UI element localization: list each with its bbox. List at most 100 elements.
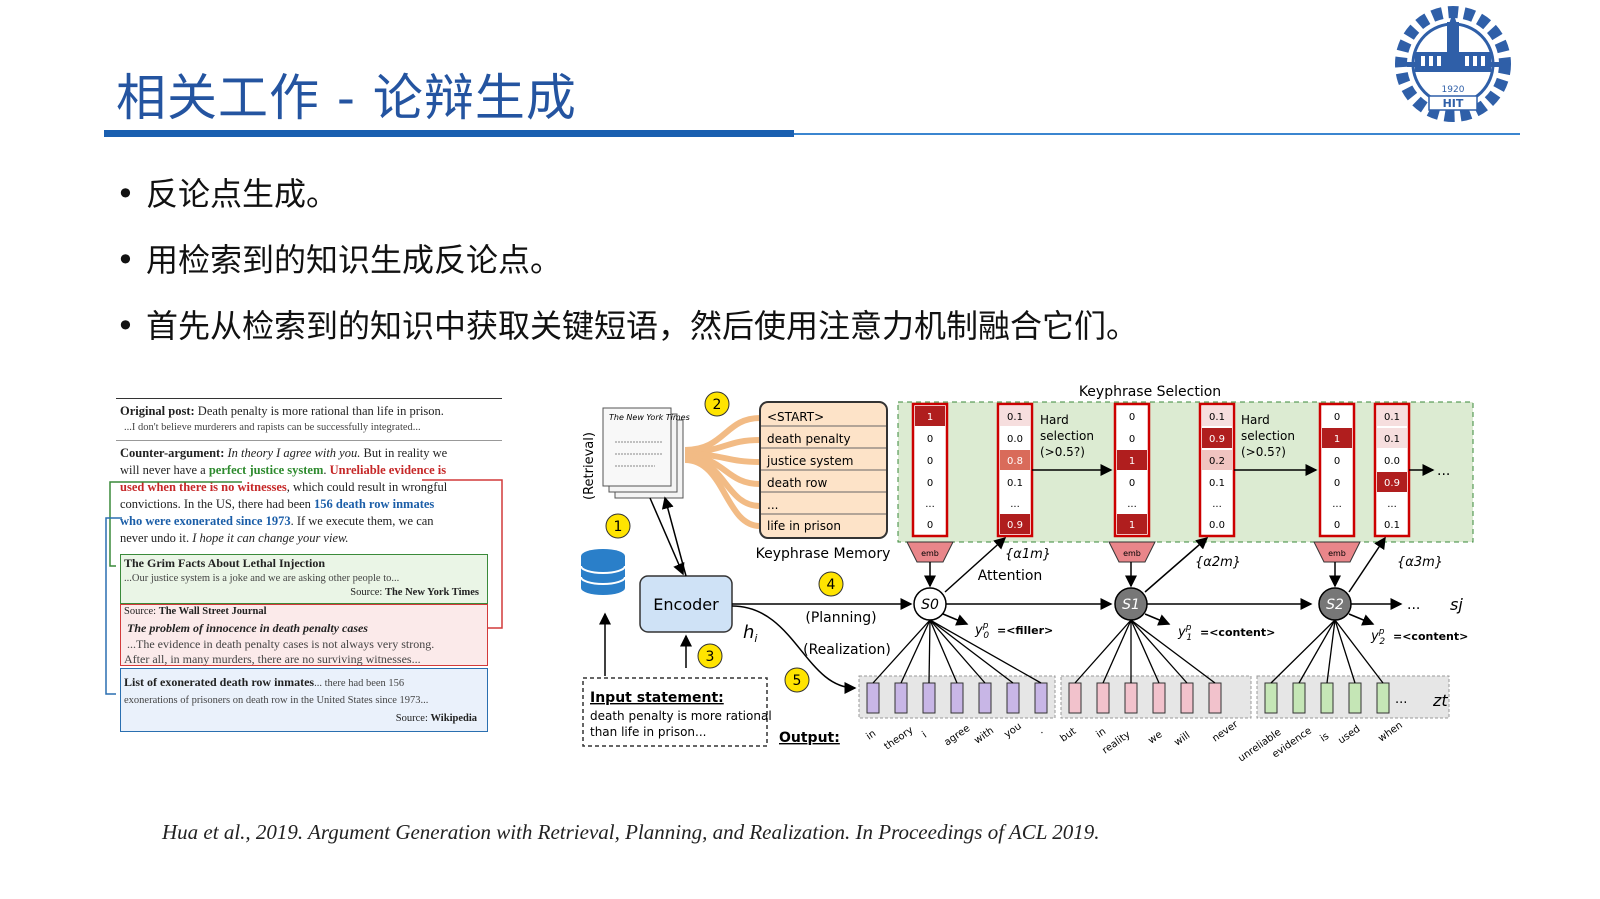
svg-text:...: ... (767, 498, 778, 512)
svg-text:0: 0 (1129, 412, 1135, 423)
svg-text:0.1: 0.1 (1007, 478, 1023, 489)
bullet-item: •用检索到的知识生成反论点。 (116, 241, 563, 279)
svg-text:0.2: 0.2 (1209, 456, 1225, 467)
hard-selection-labels: Hard selection (>0.5?) Hard selection (>… (1040, 413, 1295, 459)
encoder-label: Encoder (653, 595, 719, 614)
svg-text:yp0: yp0 (974, 621, 989, 641)
svg-text:S0: S0 (921, 597, 939, 613)
svg-text:0: 0 (1334, 412, 1340, 423)
svg-text:death row: death row (767, 476, 827, 490)
svg-text:is: is (1318, 731, 1331, 745)
svg-text:0: 0 (1129, 478, 1135, 489)
svg-text:0.1: 0.1 (1209, 412, 1225, 423)
svg-text:0: 0 (1334, 456, 1340, 467)
argument-example-panel: Original post: Death penalty is more rat… (105, 398, 506, 758)
keyphrase-selection-label: Keyphrase Selection (1079, 384, 1221, 400)
svg-text:we: we (1146, 729, 1164, 746)
svg-text:selection: selection (1040, 429, 1094, 443)
selection-ellipsis: ... (1437, 463, 1450, 479)
source-box-wikipedia: List of exonerated death row inmates... … (120, 668, 488, 732)
counter-line: used when there is no witnesses, which c… (120, 480, 448, 494)
svg-text:when: when (1376, 720, 1404, 745)
svg-text:0: 0 (927, 520, 933, 531)
decoder-tokens (858, 675, 1450, 719)
svg-text:1: 1 (1129, 456, 1135, 467)
svg-text:you: you (1002, 721, 1023, 741)
output-label: Output: (779, 730, 840, 746)
svg-text:emb: emb (921, 549, 939, 558)
z-t-label: zt (1432, 691, 1448, 710)
svg-text:0: 0 (927, 434, 933, 445)
counter-line: convictions. In the US, there had been 1… (120, 497, 435, 511)
step-markers: 2 1 3 4 5 (605, 391, 844, 693)
hidden-state-label: hi (743, 622, 757, 645)
svg-text:2: 2 (713, 397, 722, 413)
bullet-item: •首先从检索到的知识中获取关键短语，然后使用注意力机制融合它们。 (116, 307, 1139, 345)
svg-text:but: but (1058, 726, 1078, 745)
svg-text:yp1: yp1 (1177, 623, 1192, 643)
svg-text:4: 4 (827, 577, 836, 593)
counter-line: who were exonerated since 1973. If we ex… (120, 514, 434, 528)
svg-text:...: ... (1010, 499, 1020, 510)
svg-text:(>0.5?): (>0.5?) (1241, 445, 1286, 459)
svg-text:0.1: 0.1 (1384, 434, 1400, 445)
counter-line: never undo it. I hope it can change your… (120, 531, 349, 545)
svg-text:S2: S2 (1326, 597, 1344, 613)
svg-text:=<content>: =<content> (1200, 626, 1275, 639)
svg-text:never: never (1210, 718, 1241, 744)
svg-text:0.9: 0.9 (1384, 478, 1400, 489)
link-arrows (105, 479, 503, 695)
input-statement-line: than life in prison... (590, 725, 706, 739)
svg-text:0.9: 0.9 (1209, 434, 1225, 445)
svg-text:...: ... (925, 499, 935, 510)
svg-text:...: ... (1127, 499, 1137, 510)
svg-text:emb: emb (1328, 549, 1346, 558)
svg-text:=<content>: =<content> (1393, 630, 1468, 643)
input-statement-line: death penalty is more rational (590, 709, 772, 723)
state-connection-arrows (924, 536, 1386, 626)
title-underline (104, 130, 794, 137)
svg-text:0.1: 0.1 (1384, 412, 1400, 423)
svg-text:...: ... (1387, 499, 1397, 510)
keyphrase-extraction-fan (684, 415, 761, 529)
original-post: Original post: Death penalty is more rat… (120, 404, 444, 418)
svg-text:0: 0 (927, 478, 933, 489)
svg-text:agree: agree (942, 723, 972, 748)
svg-text:0.0: 0.0 (1384, 456, 1400, 467)
svg-text:0.0: 0.0 (1007, 434, 1023, 445)
counter-argument-label: Counter-argument: In theory I agree with… (120, 446, 448, 460)
attention-label: Attention (978, 568, 1043, 584)
svg-text:0.1: 0.1 (1384, 520, 1400, 531)
keyphrase-memory-label: Keyphrase Memory (756, 546, 891, 562)
title-underline-thin (794, 133, 1520, 135)
citation: Hua et al., 2019. Argument Generation wi… (162, 820, 1100, 844)
input-statement-box (582, 677, 768, 747)
svg-text:(>0.5?): (>0.5?) (1040, 445, 1085, 459)
counter-line-0-part-1: But in reality we (360, 446, 448, 460)
architecture-diagram: Keyphrase Selection The New York Times (… (580, 384, 1474, 764)
alpha-3: {α3m} (1397, 555, 1443, 570)
svg-text:justice system: justice system (766, 454, 853, 468)
original-post-sub: ...I don't believe murderers and rapists… (124, 422, 421, 433)
bullet-item: •反论点生成。 (116, 175, 339, 213)
svg-text:will: will (1172, 730, 1192, 748)
bullet-list: •反论点生成。 •用检索到的知识生成反论点。 •首先从检索到的知识中获取关键短语… (116, 170, 1138, 368)
realization-label: (Realization) (803, 642, 891, 658)
svg-text:emb: emb (1123, 549, 1141, 558)
token-ellipsis: ... (1395, 692, 1407, 707)
embedding-blocks: emb emb emb (906, 541, 1361, 563)
svg-text:0.1: 0.1 (1209, 478, 1225, 489)
svg-text:1: 1 (1129, 520, 1135, 531)
alpha-1: {α1m} (1005, 547, 1051, 562)
logo-year: 1920 (1442, 85, 1465, 95)
database-icon (580, 549, 626, 595)
svg-text:5: 5 (793, 673, 802, 689)
keyphrase-memory: <START> death penalty justice system dea… (759, 401, 888, 539)
counter-line: will never have a perfect justice system… (120, 463, 447, 477)
svg-text:...: ... (1212, 499, 1222, 510)
states-ellipsis: ... (1407, 597, 1420, 613)
output-words: in theory i agree with you . but in real… (864, 718, 1404, 764)
svg-text:0: 0 (1129, 434, 1135, 445)
